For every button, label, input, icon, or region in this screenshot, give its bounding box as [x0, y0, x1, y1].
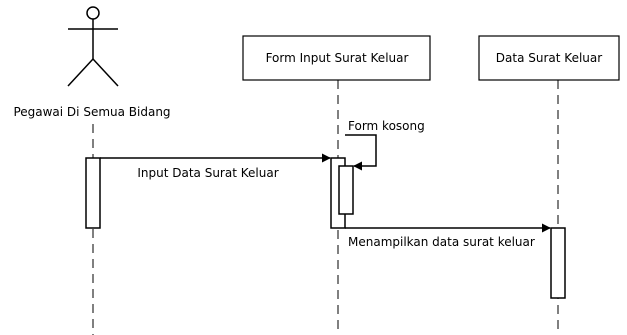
- object-box-form: [242, 35, 431, 81]
- activation-data: [550, 227, 566, 299]
- actor-left-leg: [67, 58, 94, 87]
- object-label-form: Form Input Surat Keluar: [266, 51, 409, 65]
- message-label-input: Input Data Surat Keluar: [137, 166, 278, 180]
- actor-head: [86, 6, 100, 20]
- actor-figure: [67, 6, 119, 87]
- actor-right-leg: [92, 58, 119, 87]
- object-label-data: Data Surat Keluar: [496, 51, 602, 65]
- actor-label: Pegawai Di Semua Bidang: [13, 105, 170, 119]
- message-label-self: Form kosong: [348, 119, 425, 133]
- activation-actor: [85, 157, 101, 229]
- message-label-display: Menampilkan data surat keluar: [348, 235, 535, 249]
- message-arrow-self: [345, 134, 377, 171]
- activation-form-nested: [338, 165, 354, 215]
- object-box-data: [478, 35, 620, 81]
